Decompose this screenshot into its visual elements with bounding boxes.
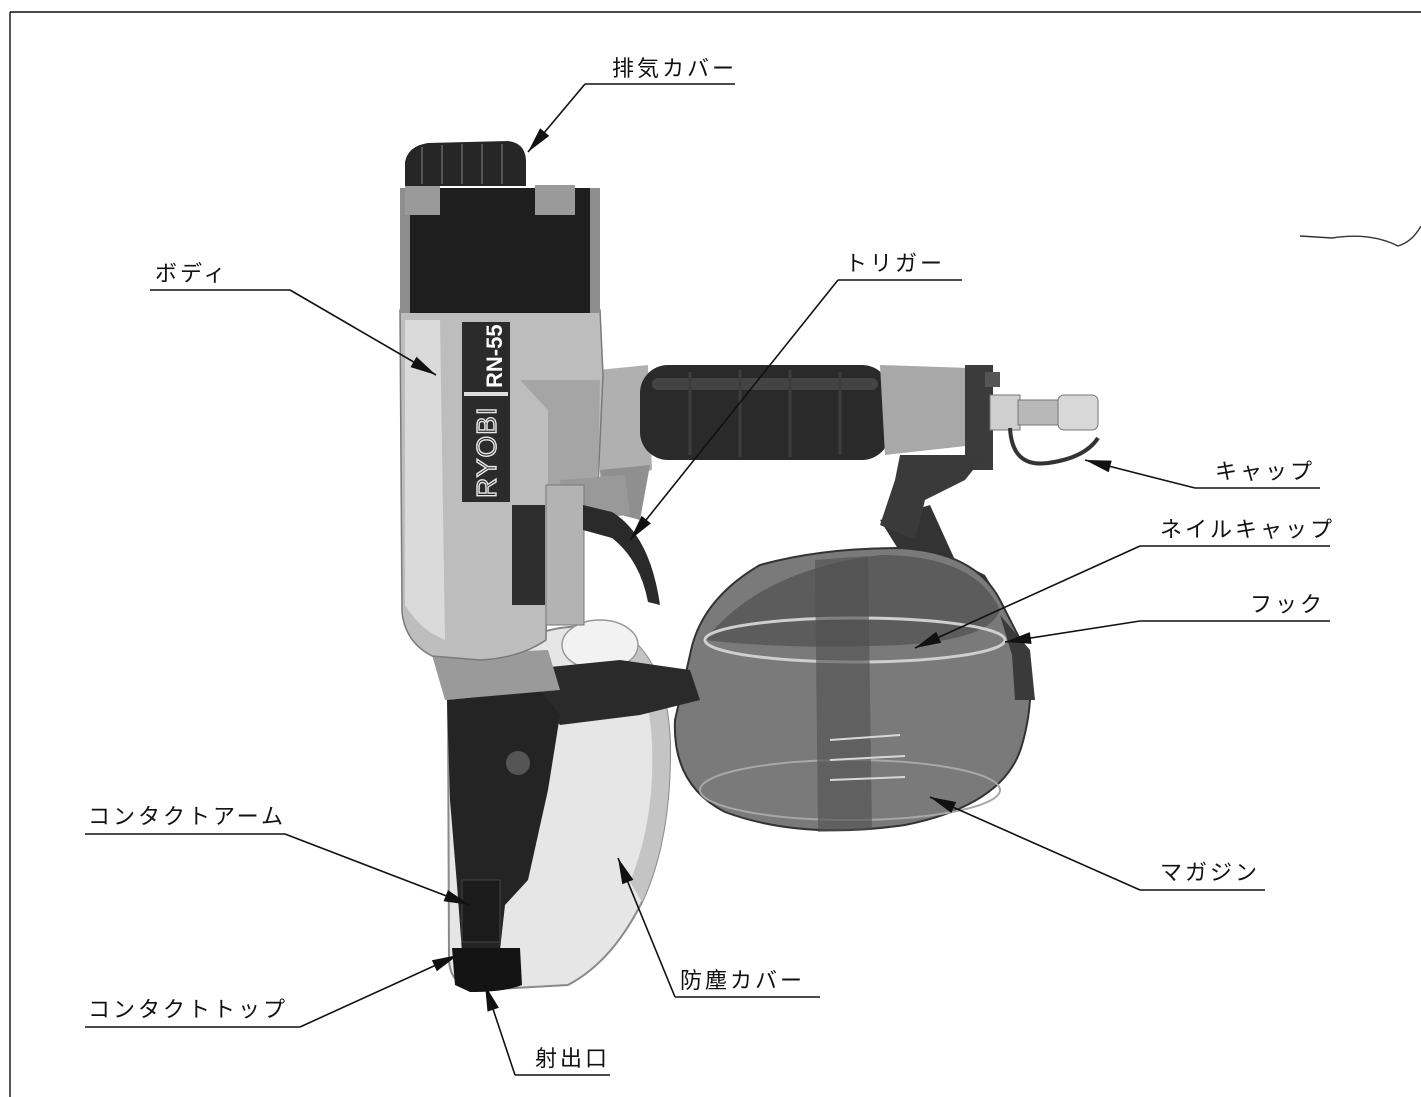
body-shadow — [520, 380, 600, 485]
leader-arrowhead — [630, 515, 651, 540]
model-number-text: RN-55 — [482, 324, 507, 388]
page-frame — [9, 11, 1421, 1097]
air-fitting-head — [1057, 394, 1099, 431]
magazine-marking — [829, 776, 906, 781]
air-fitting-neck — [1017, 399, 1061, 426]
coil-nailer-illustration: RYOBI RN-55 — [399, 141, 1100, 992]
leader-line — [289, 289, 437, 376]
magazine-shape — [673, 505, 1035, 832]
label-text: ネイルキャップ — [1160, 518, 1335, 543]
magazine-marking — [829, 755, 906, 761]
label-text: コンタクトトップ — [88, 998, 288, 1023]
label-text: フック — [1250, 593, 1325, 618]
air-fitting-base — [989, 394, 1021, 431]
label-trigger: トリガー — [629, 252, 962, 541]
leader-arrowhead — [528, 128, 550, 152]
exhaust-cover-cap — [405, 141, 526, 186]
label-ejection-port: 射出口 — [484, 984, 610, 1076]
leader-arrowhead — [1005, 632, 1032, 644]
leader-line — [914, 545, 1141, 649]
brand-strip: RYOBI RN-55 — [462, 322, 510, 502]
leader-line — [929, 796, 1141, 891]
brand-logo-text: RYOBI — [471, 406, 502, 498]
contact-arm-shape — [461, 879, 501, 943]
head-bracket-right — [535, 185, 575, 215]
magazine-arm — [880, 455, 985, 540]
leader-line — [299, 954, 459, 1028]
handle-end-screw — [985, 372, 1000, 387]
leader-arrowhead — [431, 955, 458, 972]
body-sticker — [512, 505, 545, 605]
body-lower-joint — [432, 650, 560, 700]
leader-arrowhead — [410, 356, 436, 375]
handle-neck — [598, 365, 652, 485]
handle-grip-highlight — [652, 378, 878, 390]
handle-rear-cap — [880, 365, 975, 455]
leader-arrowhead — [1085, 460, 1112, 473]
label-contact-arm: コンタクトアーム — [85, 805, 471, 906]
nose-linkage — [540, 660, 700, 725]
leader-arrowhead — [915, 631, 942, 648]
head-shape — [400, 185, 600, 313]
trigger-blade — [583, 505, 660, 605]
head-right-edge — [590, 188, 600, 313]
label-cap: キャップ — [1084, 459, 1320, 489]
cap-cord — [1008, 427, 1100, 466]
head-bracket-left — [405, 185, 440, 215]
hook-shape — [1000, 615, 1035, 700]
label-dust-cover: 防塵カバー — [617, 857, 820, 998]
label-hook: フック — [1004, 593, 1330, 644]
leader-arrowhead — [930, 797, 957, 813]
label-text: トリガー — [845, 252, 945, 277]
label-nail-cap: ネイルキャップ — [914, 518, 1335, 649]
label-text: 排気カバー — [612, 57, 737, 82]
leader-arrowhead — [443, 890, 470, 905]
label-body: ボディ — [150, 262, 437, 376]
label-text: 射出口 — [535, 1047, 610, 1072]
leader-arrowhead — [618, 858, 634, 885]
label-exhaust-cover: 排気カバー — [527, 57, 737, 153]
label-text: コンタクトアーム — [88, 805, 286, 830]
leader-arrowhead — [485, 985, 499, 1012]
label-text: 防塵カバー — [680, 969, 805, 994]
brand-strip-divider — [464, 392, 508, 396]
trigger-housing — [545, 484, 585, 626]
label-text: ボディ — [155, 262, 228, 287]
magazine-marking — [829, 734, 901, 741]
trigger-shape — [512, 475, 660, 626]
head-left-edge — [400, 188, 410, 313]
magazine-band — [815, 556, 872, 832]
stray-mark — [1299, 225, 1421, 247]
leader-line — [629, 279, 839, 541]
brand-strip-background — [462, 322, 510, 502]
exhaust-cover-shape — [405, 141, 526, 186]
label-magazine: マガジン — [929, 796, 1265, 891]
handle-shape — [598, 365, 1100, 540]
contact-top-shape — [452, 948, 522, 992]
label-text: キャップ — [1215, 460, 1315, 485]
leader-line — [284, 833, 471, 906]
label-text: マガジン — [1160, 861, 1260, 886]
body-highlight — [405, 320, 445, 640]
nose-bolt — [506, 751, 530, 775]
nose-shape — [447, 690, 560, 992]
label-contact-top: コンタクトトップ — [85, 954, 459, 1028]
